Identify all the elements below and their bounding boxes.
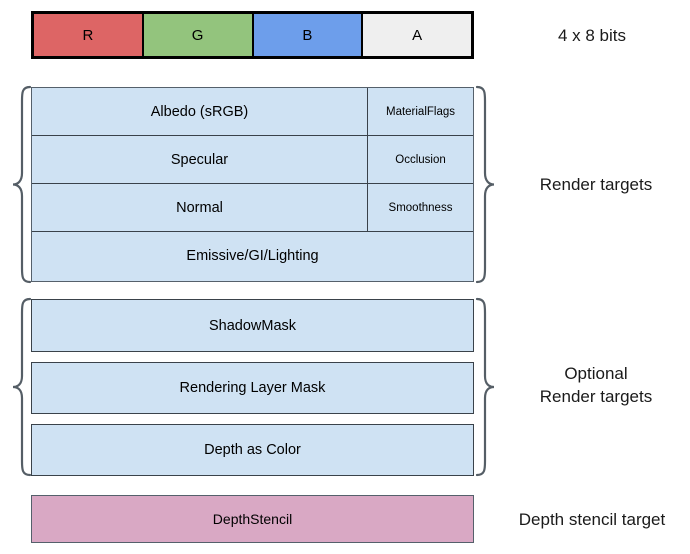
render-targets-left-brace: [10, 85, 32, 284]
render-target-aux-cell: MaterialFlags: [368, 88, 473, 135]
optional-render-target-box: Rendering Layer Mask: [31, 362, 474, 414]
channel-cell-a: A: [363, 14, 471, 56]
render-target-row: Specular Occlusion: [32, 136, 473, 184]
optional-render-targets-right-brace: [474, 297, 500, 477]
depth-stencil-label: DepthStencil: [212, 511, 293, 527]
render-target-main-label: Specular: [170, 151, 229, 168]
optional-render-targets-side-label-line1: Optional: [564, 364, 628, 383]
channel-cell-r: R: [34, 14, 144, 56]
render-target-row: Normal Smoothness: [32, 184, 473, 232]
render-targets-right-brace: [474, 85, 500, 284]
optional-render-target-box: Depth as Color: [31, 424, 474, 476]
optional-render-target-label: Depth as Color: [204, 442, 301, 458]
optional-render-target-label: Rendering Layer Mask: [179, 380, 326, 396]
render-target-main-cell: Normal: [32, 184, 368, 231]
channel-cell-g: G: [143, 14, 254, 56]
channel-label-g: G: [191, 26, 204, 44]
render-target-main-cell: Albedo (sRGB): [32, 88, 368, 135]
render-target-row: Albedo (sRGB) MaterialFlags: [32, 88, 473, 136]
channel-bar-side-label: 4 x 8 bits: [497, 24, 687, 47]
channel-bar-side-label-text: 4 x 8 bits: [557, 26, 627, 45]
channel-label-b: B: [302, 26, 313, 44]
optional-render-target-label: ShadowMask: [208, 317, 297, 334]
render-target-row: Emissive/GI/Lighting: [32, 232, 473, 280]
channel-bar: R G B A: [31, 11, 474, 59]
render-targets-grid: Albedo (sRGB) MaterialFlags Specular Occ…: [31, 87, 474, 282]
render-target-main-cell: Specular: [32, 136, 368, 183]
render-target-aux-label: MaterialFlags: [385, 105, 456, 118]
render-targets-side-label-text: Render targets: [539, 175, 653, 194]
channel-label-r: R: [82, 26, 94, 44]
render-targets-side-label: Render targets: [505, 173, 687, 196]
depth-stencil-side-label-text: Depth stencil target: [518, 510, 666, 529]
render-target-aux-cell: Smoothness: [368, 184, 473, 231]
channel-cell-b: B: [253, 14, 364, 56]
render-target-main-label: Albedo (sRGB): [150, 103, 249, 120]
depth-stencil-side-label: Depth stencil target: [497, 508, 687, 531]
render-target-aux-label: Smoothness: [388, 201, 453, 214]
channel-label-a: A: [412, 26, 423, 44]
render-target-aux-cell: Occlusion: [368, 136, 473, 183]
optional-render-targets-left-brace: [10, 297, 32, 477]
render-target-main-cell: Emissive/GI/Lighting: [32, 232, 473, 280]
render-target-aux-label: Occlusion: [395, 153, 446, 166]
depth-stencil-box: DepthStencil: [31, 495, 474, 543]
render-target-main-label: Emissive/GI/Lighting: [186, 248, 319, 264]
optional-render-target-box: ShadowMask: [31, 299, 474, 352]
optional-render-targets-side-label-line2: Render targets: [539, 387, 653, 406]
render-target-main-label: Normal: [176, 199, 223, 216]
optional-render-targets-side-label: Optional Render targets: [505, 362, 687, 408]
